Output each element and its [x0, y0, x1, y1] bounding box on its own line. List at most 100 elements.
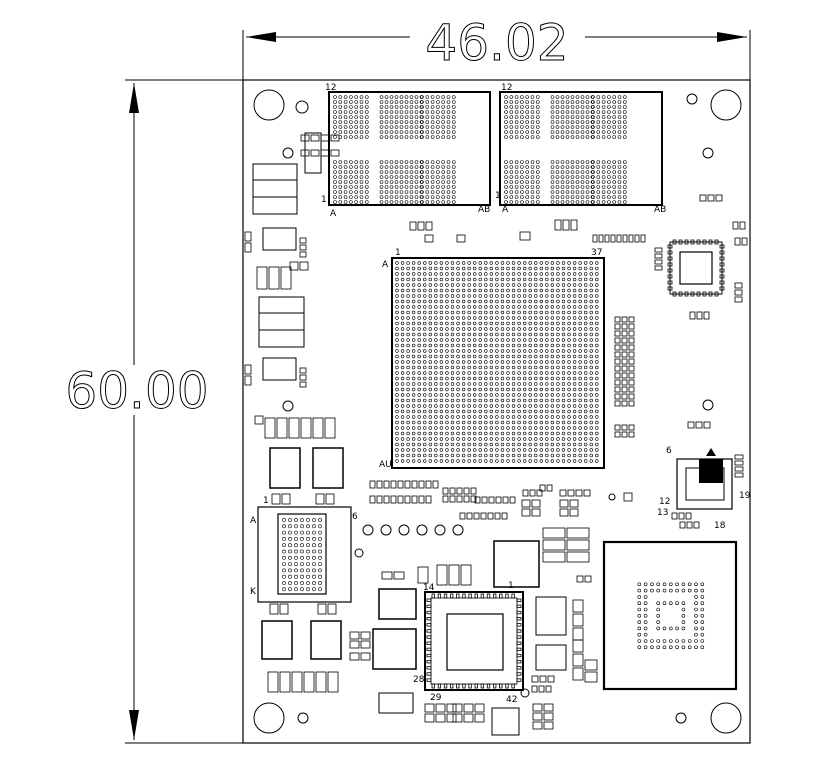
ball: [539, 448, 543, 452]
ball: [306, 543, 310, 548]
ball: [495, 376, 499, 381]
ball: [467, 426, 471, 430]
ball: [585, 175, 590, 179]
ball: [400, 398, 405, 403]
ball: [359, 190, 364, 194]
ball: [511, 266, 516, 271]
ball: [423, 288, 427, 293]
ball: [406, 327, 410, 331]
ball: [511, 343, 516, 348]
ball: [550, 332, 555, 337]
height-dimension: 60.00: [65, 79, 243, 744]
ball: [595, 316, 599, 320]
passive: [621, 337, 628, 344]
ball: [500, 376, 505, 381]
ball: [595, 266, 599, 271]
ball: [545, 453, 549, 458]
ball: [545, 409, 549, 414]
ball: [511, 332, 516, 337]
ball: [349, 175, 353, 179]
ball: [430, 115, 435, 119]
ball: [400, 310, 405, 315]
ball: [539, 409, 543, 414]
ball: [504, 190, 508, 194]
ball: [420, 175, 424, 179]
ddr-chip-left: 12 1 A AB: [321, 83, 491, 219]
ball: [656, 620, 661, 624]
ball: [694, 601, 698, 606]
ball: [400, 283, 405, 287]
ball: [406, 261, 410, 265]
ball: [473, 283, 477, 287]
ball: [343, 175, 348, 179]
ball: [484, 277, 488, 282]
ball: [489, 349, 494, 353]
ball: [556, 426, 560, 430]
ball: [395, 332, 399, 337]
ball: [423, 261, 427, 265]
ball: [506, 453, 510, 458]
ball: [591, 170, 595, 174]
ball: [414, 135, 419, 139]
ball: [428, 266, 432, 271]
ball: [545, 283, 549, 287]
ball: [473, 415, 477, 419]
ball: [430, 95, 435, 99]
ball: [473, 338, 477, 342]
ball: [585, 180, 590, 184]
ball: [484, 453, 488, 458]
ball: [550, 95, 555, 99]
ball: [575, 160, 580, 164]
ball: [528, 316, 532, 320]
ball: [578, 277, 582, 282]
passive: [509, 496, 516, 504]
ball: [446, 125, 451, 129]
passive: [449, 487, 456, 495]
ball: [534, 376, 538, 381]
ball: [411, 431, 416, 436]
qfn-main: 14 1 28 29 42: [413, 581, 524, 705]
ball: [583, 376, 588, 381]
ball: [565, 165, 570, 169]
ball: [556, 310, 560, 315]
ball: [607, 100, 611, 104]
ball: [530, 100, 535, 104]
ball: [637, 588, 642, 593]
ball: [404, 115, 409, 119]
ball: [550, 321, 555, 326]
ball: [428, 448, 432, 452]
ball: [567, 261, 571, 265]
ball: [509, 130, 514, 134]
ball: [520, 165, 524, 169]
ball: [417, 398, 421, 403]
ball: [561, 360, 566, 364]
ball: [700, 632, 705, 637]
qfn-right-pin-b: 12: [659, 497, 670, 507]
ball: [288, 549, 292, 554]
ball: [617, 120, 622, 124]
ball: [473, 261, 477, 265]
ball: [489, 404, 494, 408]
ball: [450, 365, 455, 370]
passive: [572, 667, 584, 681]
ball: [500, 437, 505, 441]
passive: [315, 671, 327, 693]
ball: [417, 338, 421, 342]
ball: [484, 354, 488, 359]
pad: [462, 593, 466, 599]
ball: [591, 195, 595, 199]
passive: [570, 219, 578, 231]
passive: [452, 703, 463, 713]
ball: [535, 95, 540, 99]
ball: [539, 310, 543, 315]
ball: [484, 382, 488, 386]
ball: [530, 125, 535, 129]
ball: [300, 537, 304, 541]
ball: [478, 409, 482, 414]
ball: [338, 185, 343, 189]
ball: [622, 100, 627, 104]
ball: [567, 277, 571, 282]
ball: [572, 299, 577, 304]
ball: [595, 420, 599, 425]
ball: [662, 626, 667, 631]
